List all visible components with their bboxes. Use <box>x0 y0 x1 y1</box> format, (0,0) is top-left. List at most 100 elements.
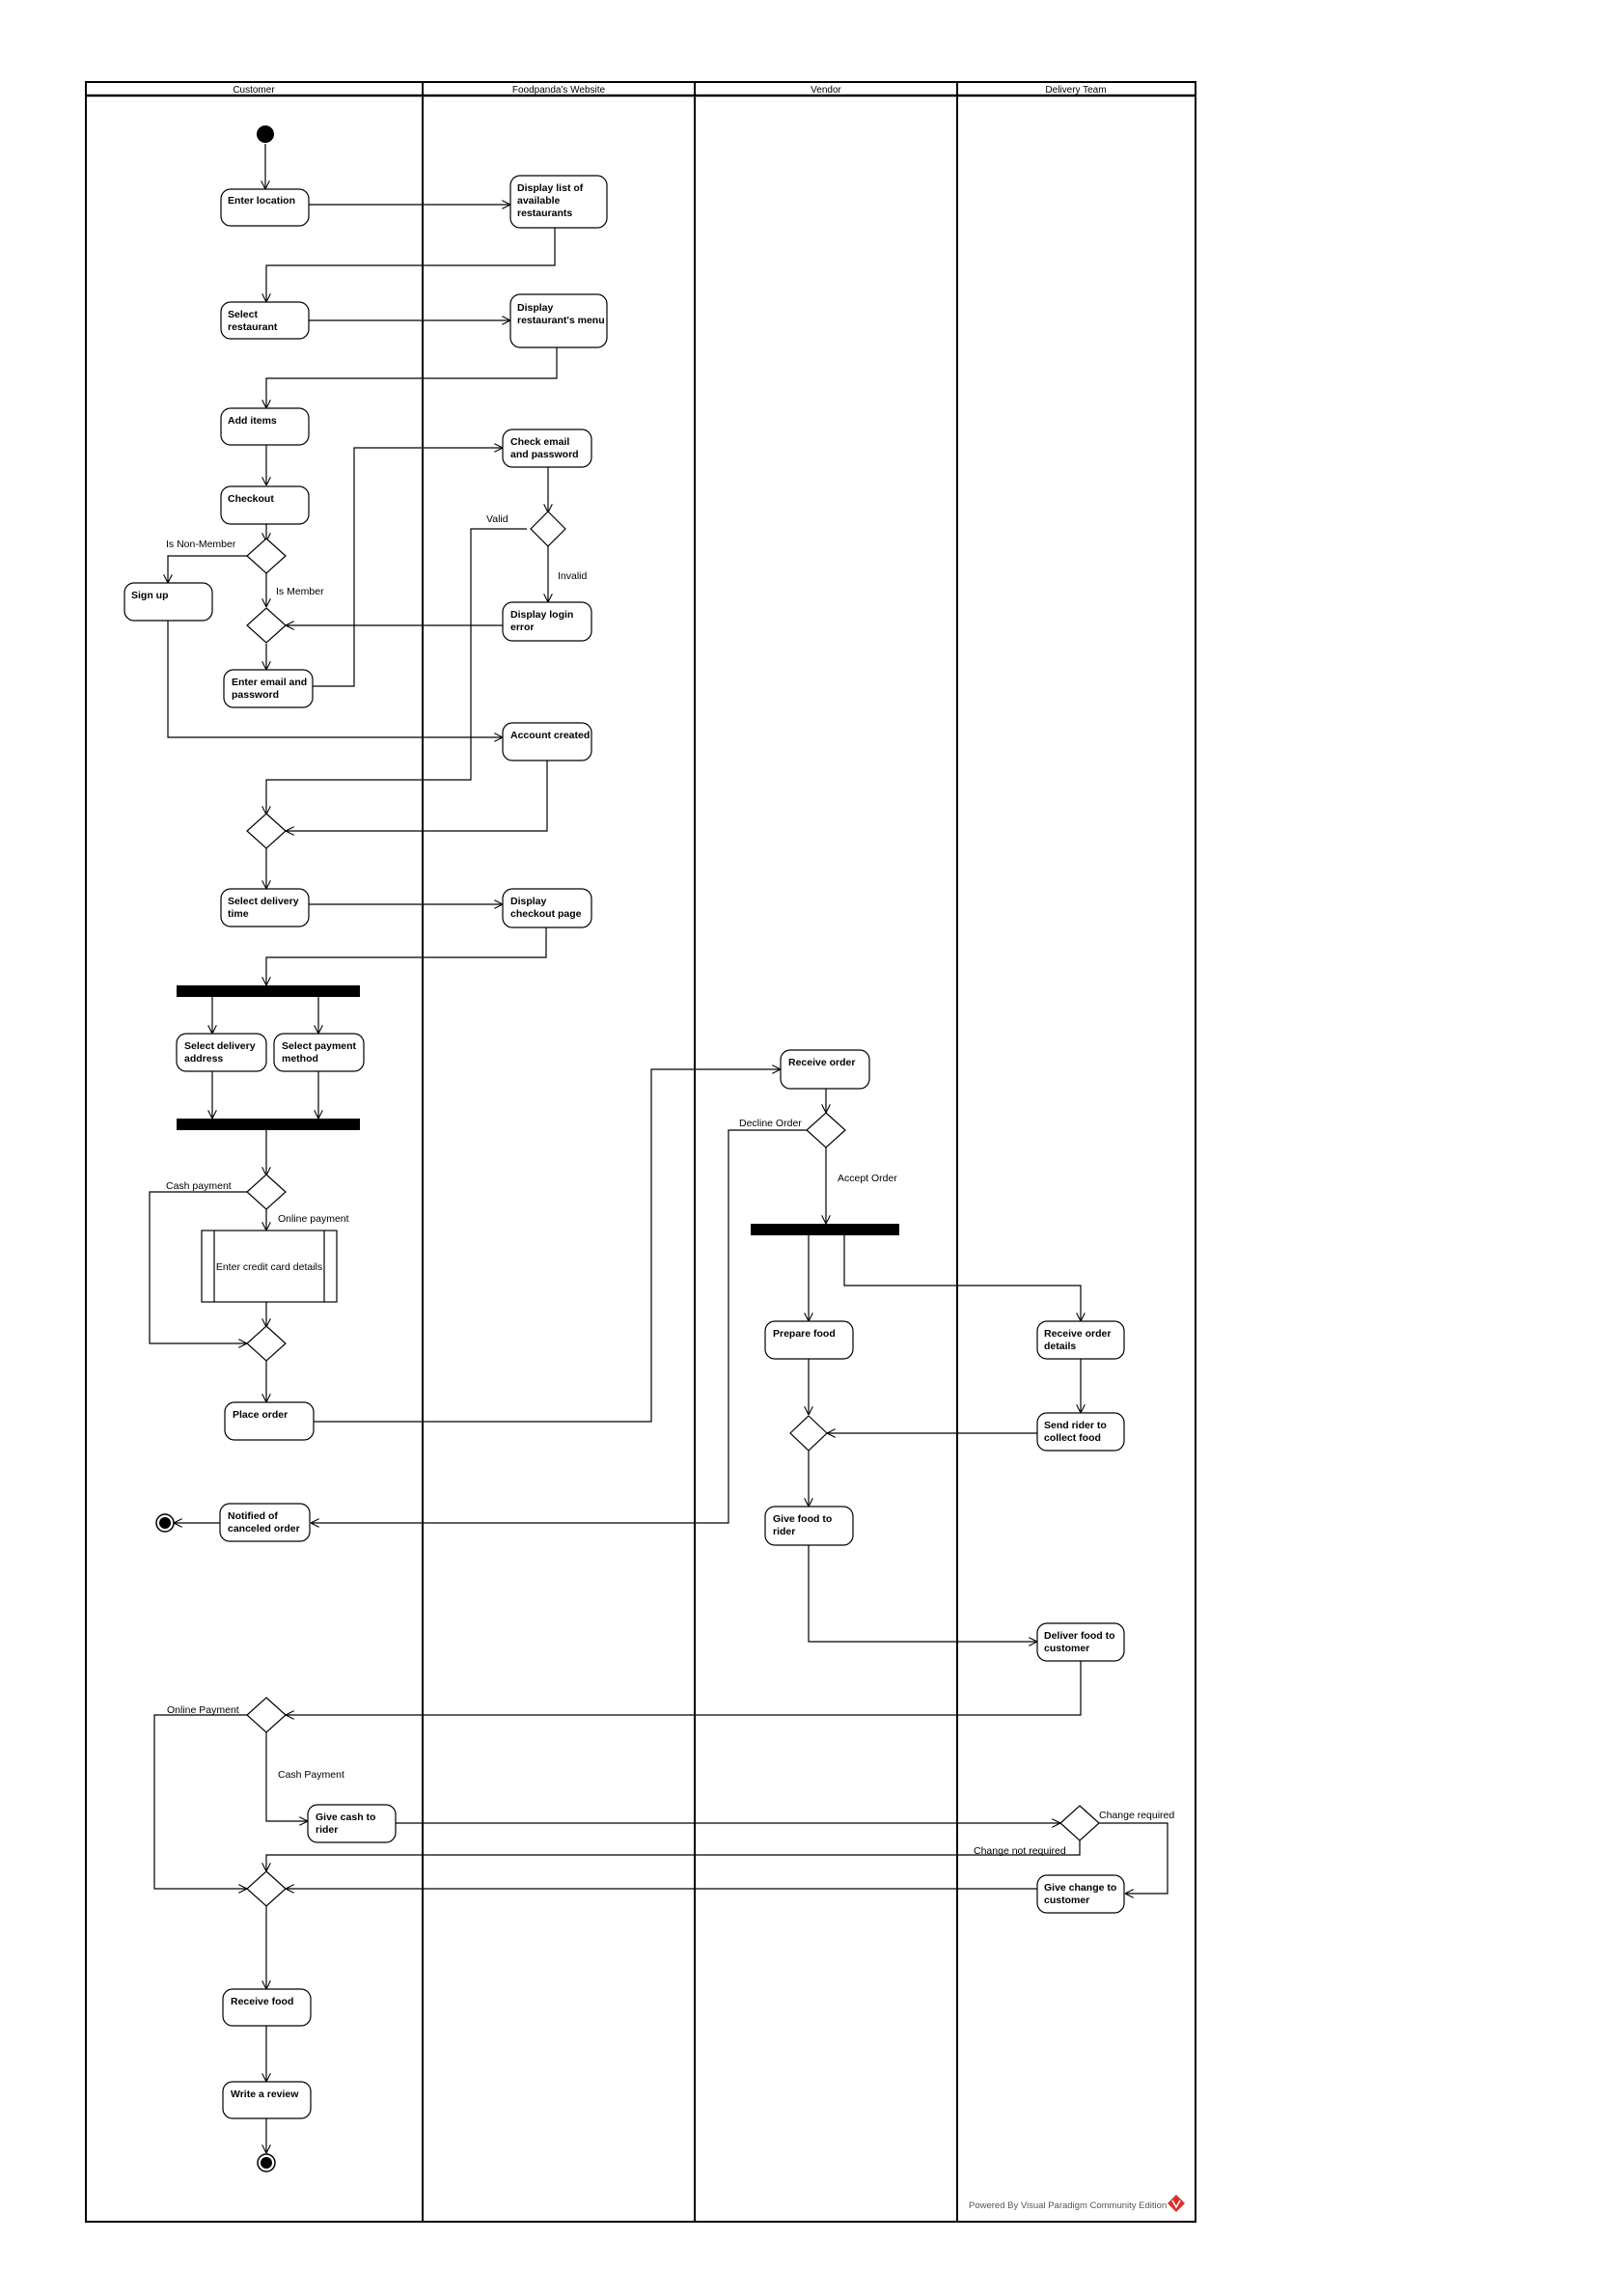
activity-give-food <box>764 1506 854 1546</box>
activity-enter-location <box>220 188 310 227</box>
flow <box>266 347 558 408</box>
label-prepare-food: Prepare food <box>773 1328 836 1340</box>
merge-login <box>246 607 287 644</box>
label-checkout: Checkout <box>228 493 274 505</box>
activity-prepare-food <box>764 1320 854 1360</box>
activity-select-restaurant <box>220 301 310 340</box>
merge-receive-food <box>246 1870 287 1907</box>
flow <box>1099 1822 1168 1894</box>
activity-receive-order <box>780 1049 870 1090</box>
visual-paradigm-logo-icon <box>1168 2195 1185 2212</box>
flow <box>266 528 527 815</box>
footer-credit: Powered By Visual Paradigm Community Edi… <box>969 2200 1167 2211</box>
activity-write-review <box>222 2081 312 2119</box>
label-account-created: Account created <box>510 730 590 741</box>
guard-decline-order: Decline Order <box>739 1118 802 1129</box>
lane-title-delivery-team: Delivery Team <box>1045 85 1106 96</box>
decision-payment <box>246 1174 287 1210</box>
flows <box>149 144 1168 2153</box>
merge-payment <box>246 1325 287 1362</box>
activity-display-menu <box>509 293 608 348</box>
label-sign-up: Sign up <box>131 590 169 601</box>
flow <box>314 1069 781 1423</box>
guard-is-non-member: Is Non-Member <box>166 539 236 550</box>
activity-display-checkout <box>502 888 592 928</box>
fork-bar <box>177 985 360 997</box>
flow <box>266 1839 1081 1871</box>
flow <box>153 1714 247 1889</box>
activity-account-created <box>502 722 592 761</box>
guard-accept-order: Accept Order <box>838 1173 897 1184</box>
lane-title-vendor: Vendor <box>811 85 841 96</box>
flow <box>286 761 548 831</box>
decision-accept-order <box>806 1112 846 1148</box>
label-enter-credit-card: Enter credit card details <box>216 1261 322 1273</box>
activity-enter-credit-card <box>201 1230 338 1303</box>
label-place-order: Place order <box>233 1409 288 1421</box>
guard-invalid: Invalid <box>558 570 588 582</box>
activity-display-login-error <box>502 601 592 642</box>
initial-node <box>257 125 274 143</box>
lane-titles: Customer Foodpanda's Website Vendor Deli… <box>233 85 1106 96</box>
merge-food-rider <box>789 1415 828 1452</box>
swimlanes <box>85 81 1196 2223</box>
guard-online-payment-2: Online Payment <box>167 1704 239 1716</box>
decision-membership <box>246 538 287 574</box>
activity-notified-canceled <box>219 1503 311 1542</box>
flow <box>149 1191 247 1343</box>
label-receive-food: Receive food <box>231 1996 293 2007</box>
guard-online-payment: Online payment <box>278 1213 349 1225</box>
fork-join-bars <box>177 985 899 1235</box>
activity-select-delivery-address <box>176 1033 267 1072</box>
activity-checkout <box>220 485 310 525</box>
activity-send-rider <box>1036 1412 1125 1452</box>
decision-payment-type <box>246 1697 287 1733</box>
activity-enter-email <box>223 669 314 708</box>
flow <box>168 555 247 583</box>
activity-place-order <box>224 1401 315 1441</box>
activity-check-email <box>502 429 592 468</box>
decision-nodes <box>246 511 1100 1907</box>
flow <box>266 228 556 302</box>
final-node-canceled <box>155 1513 175 1533</box>
activity-select-payment-method <box>273 1033 365 1072</box>
guard-cash-payment-2: Cash Payment <box>278 1769 344 1781</box>
lane-frame <box>85 81 1196 2223</box>
flow <box>167 621 503 737</box>
activity-display-restaurants <box>509 175 608 229</box>
guard-change-not-required: Change not required <box>974 1845 1066 1857</box>
label-enter-location: Enter location <box>228 195 295 207</box>
flow <box>265 1732 308 1821</box>
guard-cash-payment: Cash payment <box>166 1180 232 1192</box>
guard-is-member: Is Member <box>276 586 324 597</box>
lane-title-customer: Customer <box>233 85 275 96</box>
guard-valid: Valid <box>486 513 509 525</box>
activity-sign-up <box>124 582 213 622</box>
label-add-items: Add items <box>228 415 277 427</box>
flow <box>843 1232 1081 1321</box>
label-receive-order: Receive order <box>788 1057 855 1068</box>
guard-labels: Valid Invalid Is Non-Member Is Member Ca… <box>166 513 1174 1857</box>
fork-bar-vendor <box>751 1224 899 1235</box>
activity-give-change <box>1036 1874 1125 1914</box>
label-write-review: Write a review <box>231 2089 299 2100</box>
flow <box>286 1661 1082 1715</box>
guard-change-required: Change required <box>1099 1810 1174 1821</box>
